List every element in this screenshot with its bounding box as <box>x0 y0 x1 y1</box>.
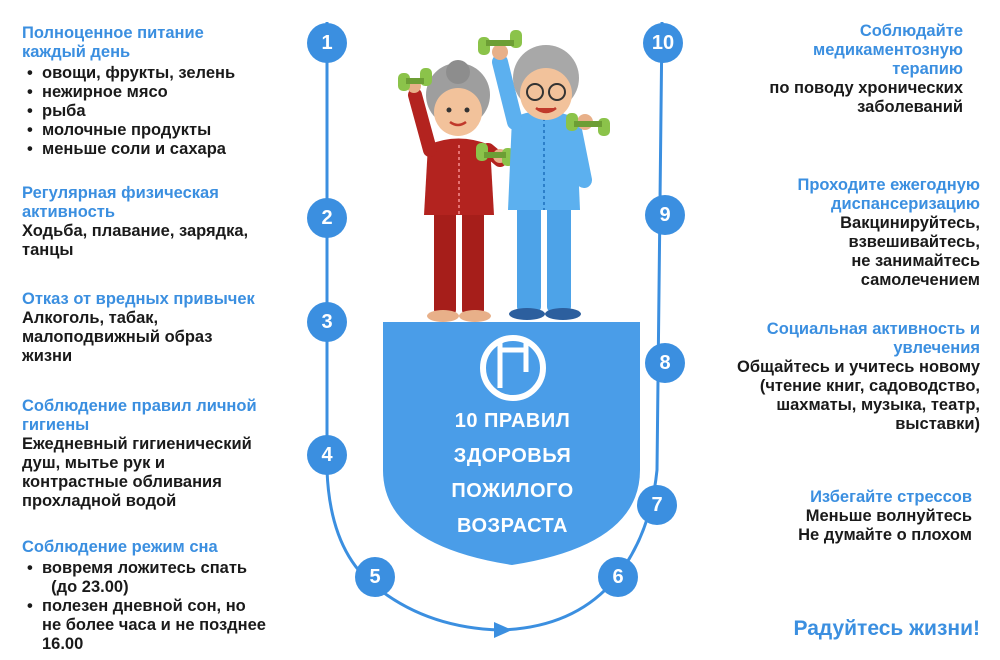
rule-text: Вакцинируйтесь, взвешивайтесь, не занима… <box>840 214 980 289</box>
rule-text: Меньше волнуйтесь Не думайте о плохом <box>798 507 972 544</box>
list-item: рыба <box>27 102 312 121</box>
rule-number-4: 4 <box>307 435 347 475</box>
rule-3: Отказ от вредных привычек Алкоголь, таба… <box>22 290 312 366</box>
rule-number-3: 3 <box>307 302 347 342</box>
rule-title: Отказ от вредных привычек <box>22 290 255 308</box>
rule-1: Полноценное питание каждый день овощи, ф… <box>22 24 312 159</box>
list-item: нежирное мясо <box>27 83 312 102</box>
rule-text: Ежедневный гигиенический душ, мытье рук … <box>22 435 252 510</box>
elderly-woman-icon <box>407 60 507 322</box>
rule-title: Полноценное питание каждый день <box>22 24 204 61</box>
rule-10: Соблюдайте медикаментозную терапию по по… <box>680 22 963 117</box>
rule-9: Проходите ежегодную диспансеризацию Вакц… <box>680 176 980 290</box>
rule-title: Избегайте стрессов <box>810 488 972 506</box>
rule-title: Соблюдайте медикаментозную терапию <box>813 22 963 78</box>
rule-number-9: 9 <box>645 195 685 235</box>
rule-number-6: 6 <box>598 557 638 597</box>
rule-number-2: 2 <box>307 198 347 238</box>
rule-title: Проходите ежегодную диспансеризацию <box>797 176 980 213</box>
rule-number-5: 5 <box>355 557 395 597</box>
rule-text: Алкоголь, табак, малоподвижный образ жиз… <box>22 309 213 365</box>
shield-shape <box>383 322 640 565</box>
rule-title: Соблюдение правил личной гигиены <box>22 397 257 434</box>
rule-4: Соблюдение правил личной гигиены Ежеднев… <box>22 397 312 511</box>
timeline-arrow-icon <box>494 622 512 638</box>
elderly-man-icon <box>492 44 593 320</box>
rule-7: Избегайте стрессов Меньше волнуйтесь Не … <box>680 488 972 545</box>
rule-text: по поводу хронических заболеваний <box>769 79 963 116</box>
dumbbell-icon <box>478 30 610 136</box>
list-item: полезен дневной сон, но не более часа и … <box>27 597 312 654</box>
rule-2: Регулярная физическая активность Ходьба,… <box>22 184 312 260</box>
rule-title: Социальная активность и увлечения <box>766 320 980 357</box>
list-item: меньше соли и сахара <box>27 140 312 159</box>
rule-number-7: 7 <box>637 485 677 525</box>
infographic-title: 10 ПРАВИЛ ЗДОРОВЬЯ ПОЖИЛОГО ВОЗРАСТА <box>451 410 574 537</box>
list-item: овощи, фрукты, зелень <box>27 64 312 83</box>
rule-8: Социальная активность и увлечения Общайт… <box>680 320 980 434</box>
rule-number-1: 1 <box>307 23 347 63</box>
rule-5: Соблюдение режим сна вовремя ложитесь сп… <box>22 538 312 654</box>
rule-title: Регулярная физическая активность <box>22 184 219 221</box>
rule-bullets: вовремя ложитесь спать (до 23.00) полезе… <box>22 559 312 654</box>
logo-icon <box>480 335 546 401</box>
list-item: молочные продукты <box>27 121 312 140</box>
rule-text: Общайтесь и учитесь новому (чтение книг,… <box>737 358 980 433</box>
rule-text: Ходьба, плавание, зарядка, танцы <box>22 222 249 259</box>
list-item: вовремя ложитесь спать (до 23.00) <box>27 559 312 597</box>
rule-title: Соблюдение режим сна <box>22 538 218 556</box>
rule-6-title: Радуйтесь жизни! <box>793 617 980 640</box>
rule-bullets: овощи, фрукты, зелень нежирное мясо рыба… <box>22 64 312 159</box>
rule-number-8: 8 <box>645 343 685 383</box>
rule-number-10: 10 <box>643 23 683 63</box>
